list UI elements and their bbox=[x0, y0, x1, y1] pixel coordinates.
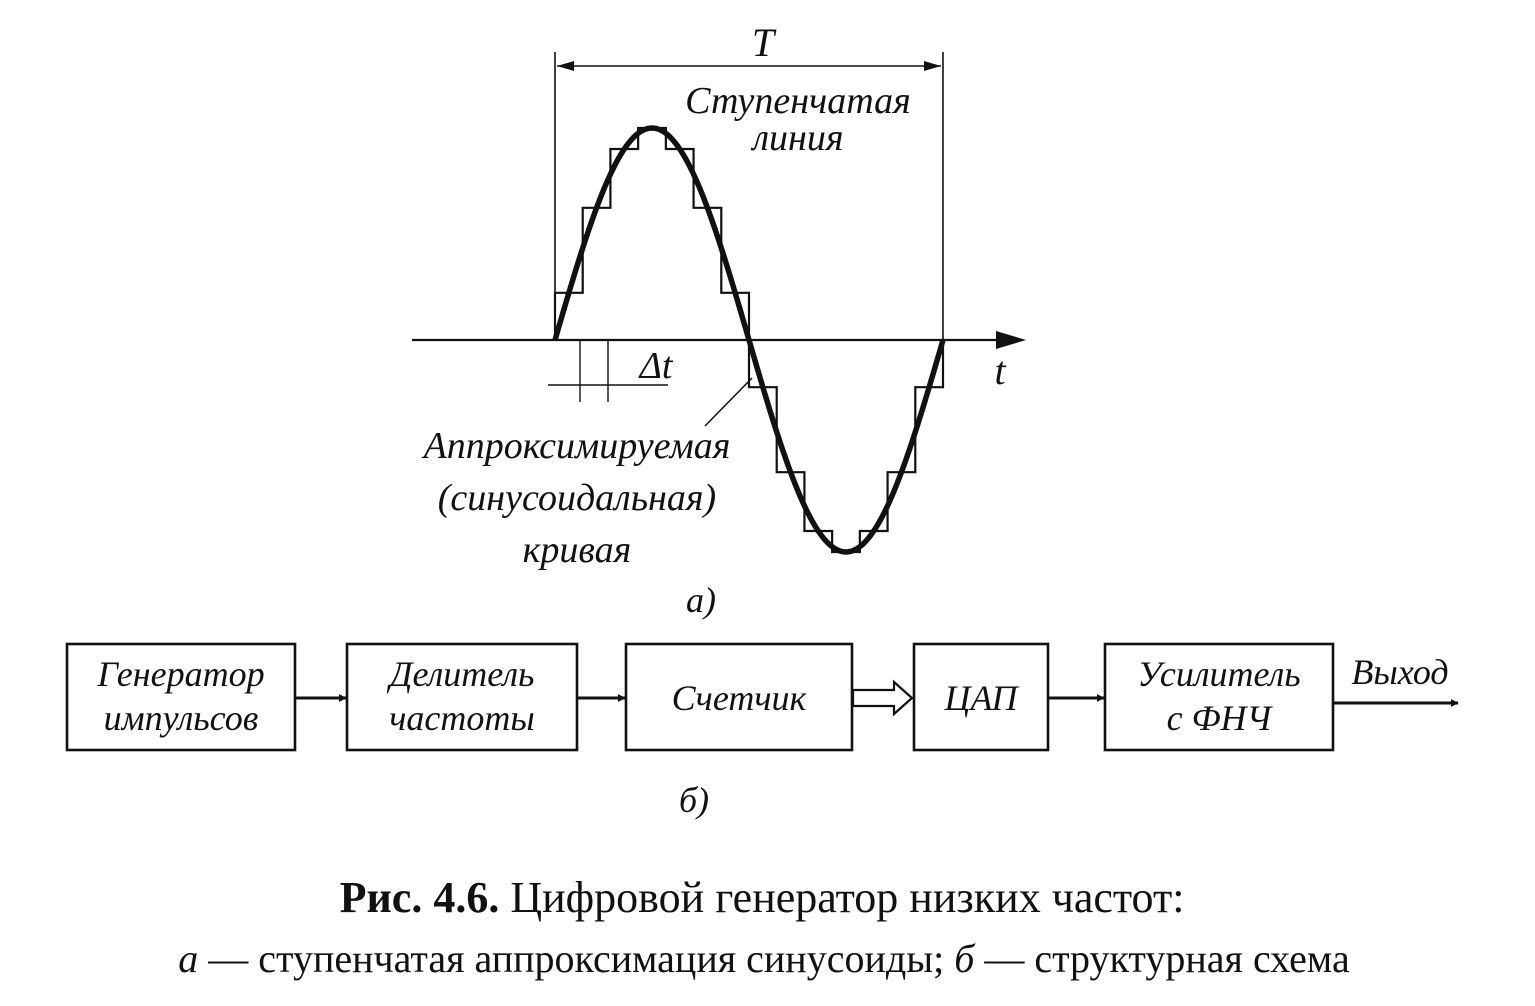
curve-label-3: кривая bbox=[523, 529, 632, 571]
curve-label-2: (синусоидальная) bbox=[438, 477, 716, 519]
block-counter-label: Счетчик bbox=[672, 678, 808, 718]
caption-a-letter: а bbox=[178, 936, 198, 981]
block-dac: ЦАП bbox=[912, 642, 1050, 752]
block-amplifier: Усилитель с ФНЧ bbox=[1103, 642, 1335, 752]
waveform-plot: T t Δt Ступенчатая линия Аппроксимируема… bbox=[412, 20, 1026, 620]
step-line-label-2: линия bbox=[750, 117, 843, 159]
caption-title: Рис. 4.6. Цифровой генератор низких част… bbox=[340, 873, 1185, 922]
time-axis-label: t bbox=[994, 348, 1006, 393]
curve-label-1: Аппроксимируемая bbox=[421, 425, 731, 467]
block-amplifier-line2: с ФНЧ bbox=[1167, 698, 1274, 738]
delta-t-label: Δt bbox=[638, 345, 674, 387]
period-label: T bbox=[752, 20, 777, 65]
caption-b-text: — структурная схема bbox=[974, 936, 1350, 981]
output-label: Выход bbox=[1351, 652, 1448, 692]
caption-number: Рис. 4.6. bbox=[340, 873, 500, 922]
step-line-label-1: Ступенчатая bbox=[685, 80, 911, 122]
block-generator: Генератор импульсов bbox=[65, 642, 297, 752]
block-diagram: Генератор импульсов Делитель частоты Сче… bbox=[65, 642, 1459, 820]
period-arrow-right bbox=[924, 61, 941, 71]
bus-arrow-counter-dac bbox=[851, 679, 914, 717]
block-divider-line2: частоты bbox=[389, 698, 535, 738]
period-arrow-left bbox=[557, 61, 574, 71]
caption-title-text: Цифровой генератор низких частот: bbox=[499, 873, 1184, 922]
block-generator-line2: импульсов bbox=[104, 698, 259, 738]
block-counter: Счетчик bbox=[624, 642, 854, 752]
subfigure-a-label: а) bbox=[686, 580, 716, 620]
subfigure-b-label: б) bbox=[679, 780, 709, 820]
block-divider: Делитель частоты bbox=[345, 642, 579, 752]
curve-label-leader bbox=[704, 377, 753, 427]
block-amplifier-line1: Усилитель bbox=[1137, 654, 1300, 694]
caption-subtitle: а — ступенчатая аппроксимация синусоиды;… bbox=[178, 936, 1350, 981]
caption-a-text: — ступенчатая аппроксимация синусоиды; bbox=[198, 936, 954, 981]
block-generator-line1: Генератор bbox=[96, 654, 264, 694]
block-divider-line1: Делитель bbox=[387, 654, 535, 694]
sinusoidal-curve bbox=[552, 125, 946, 555]
block-dac-label: ЦАП bbox=[943, 678, 1019, 718]
time-axis-arrowhead bbox=[996, 331, 1026, 349]
caption-b-letter: б bbox=[954, 936, 976, 981]
